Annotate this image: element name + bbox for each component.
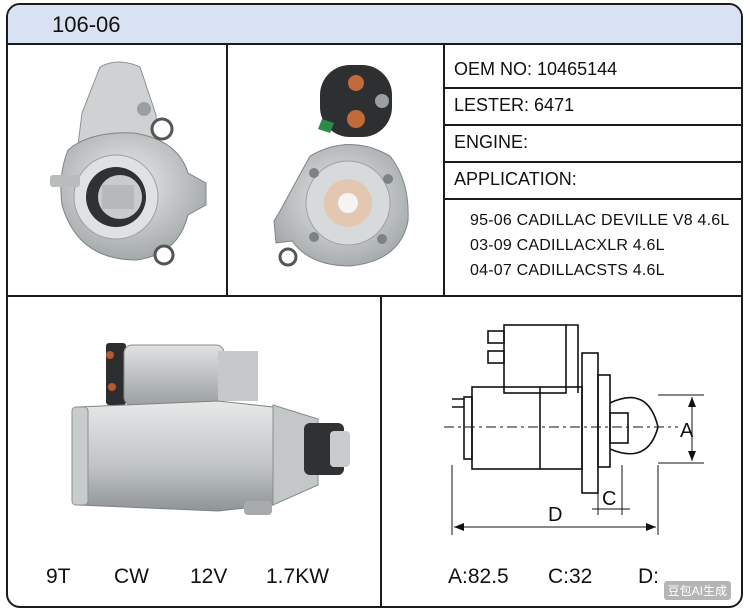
spec-row-line-2 <box>443 124 741 126</box>
rotation-spec: CW <box>114 565 149 588</box>
spec-row-line-1 <box>443 87 741 89</box>
top-divider-left <box>226 43 228 295</box>
spec-row-line-3 <box>443 161 741 163</box>
dimension-c-value: C:32 <box>548 565 593 588</box>
oem-label: OEM NO: <box>454 59 533 79</box>
starter-front-photo <box>50 61 207 266</box>
starter-rear-photo <box>273 65 409 267</box>
product-spec-card: 106-06 OEM NO: 10465144 LESTER: 6471 ENG… <box>6 3 743 608</box>
dimension-a-value: A:82.5 <box>448 565 509 588</box>
lester-value: 6471 <box>534 95 575 115</box>
teeth-spec: 9T <box>46 565 71 588</box>
ai-watermark: 豆包AI生成 <box>663 581 731 600</box>
dimension-d-label: D <box>548 504 562 526</box>
spec-row-line-4 <box>443 198 741 200</box>
oem-value: 10465144 <box>537 59 618 79</box>
dimension-d-value: D: <box>638 565 659 588</box>
dimension-a-label: A <box>680 420 694 442</box>
middle-divider <box>8 295 741 297</box>
application-label: APPLICATION: <box>454 169 577 189</box>
dimension-c-label: C <box>602 488 616 510</box>
starter-side-photo <box>71 343 350 515</box>
engine-row: ENGINE: <box>454 132 528 153</box>
voltage-spec: 12V <box>190 565 228 588</box>
lester-row: LESTER: 6471 <box>454 95 574 116</box>
lester-label: LESTER: <box>454 95 530 115</box>
bottom-divider <box>380 295 382 606</box>
engine-label: ENGINE: <box>454 132 529 152</box>
part-number-title: 106-06 <box>52 12 121 37</box>
application-line-1: 95-06 CADILLAC DEVILLE V8 4.6L <box>470 212 730 229</box>
top-divider-right <box>443 43 445 295</box>
header-bar: 106-06 <box>8 5 741 45</box>
application-line-3: 04-07 CADILLACSTS 4.6L <box>470 262 665 279</box>
oem-row: OEM NO: 10465144 <box>454 59 617 80</box>
application-row: APPLICATION: <box>454 169 577 190</box>
dimension-drawing: A C D <box>444 324 704 535</box>
power-spec: 1.7KW <box>266 565 330 588</box>
application-line-2: 03-09 CADILLACXLR 4.6L <box>470 237 665 254</box>
